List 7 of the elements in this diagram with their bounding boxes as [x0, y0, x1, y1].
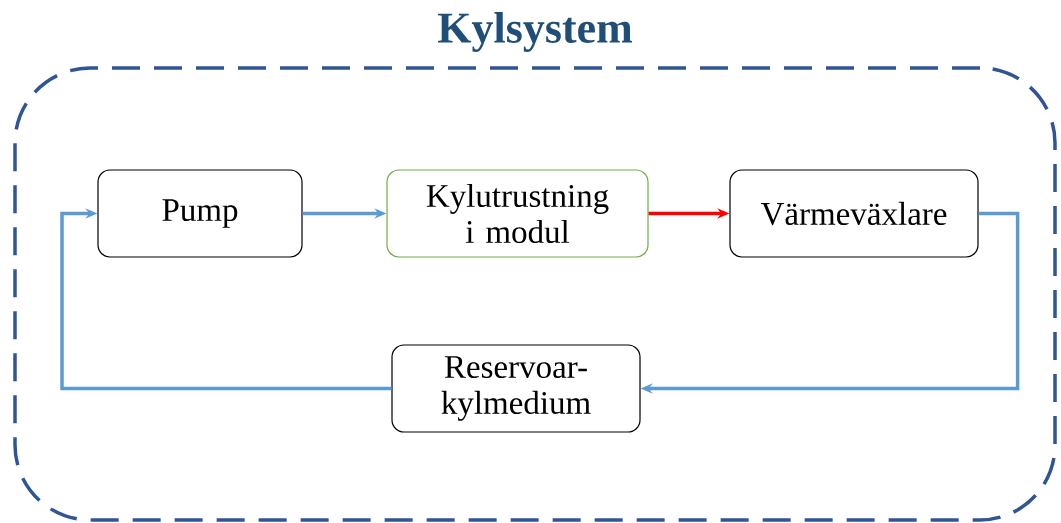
- system-boundary: [13, 66, 1057, 522]
- arrow: [60, 208, 392, 391]
- process-box: Kylutrustning i modul: [386, 169, 649, 258]
- process-box: Värmeväxlare: [729, 169, 979, 258]
- process-box: Pump: [97, 169, 303, 258]
- title: Kylsystem: [433, 8, 637, 56]
- process-box: Reservoar-kylmedium: [391, 344, 641, 433]
